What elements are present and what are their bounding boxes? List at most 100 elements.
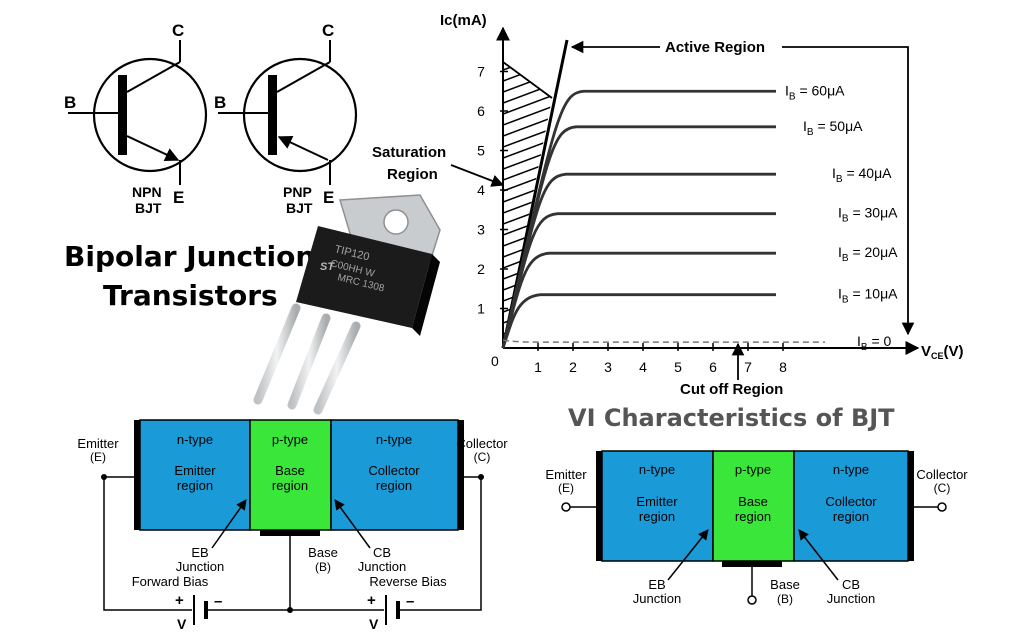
svg-text:(C): (C) xyxy=(474,450,491,464)
origin-label: 0 xyxy=(491,353,499,369)
npn-emitter-arrow xyxy=(126,135,180,161)
svg-text:Collector: Collector xyxy=(368,463,420,478)
svg-text:Emitter: Emitter xyxy=(636,494,678,509)
pnp-symbol: B C E PNP BJT xyxy=(214,21,358,216)
svg-text:(C): (C) xyxy=(934,481,951,495)
ib-curve-label: IB = 50μA xyxy=(803,118,863,138)
emitter-region xyxy=(139,419,251,531)
ib-curve xyxy=(501,293,776,349)
x-tick-label: 3 xyxy=(604,359,612,375)
svg-text:region: region xyxy=(833,509,869,524)
pnp-name: PNP xyxy=(283,184,312,200)
y-tick-label: 2 xyxy=(477,261,485,277)
ib-curve xyxy=(502,339,825,343)
ib-curve xyxy=(501,172,776,349)
svg-text:region: region xyxy=(272,478,308,493)
pnp-emitter-arrow xyxy=(277,136,329,161)
svg-text:Collector: Collector xyxy=(825,494,877,509)
package-logo: ST xyxy=(320,261,335,273)
y-tick-label: 1 xyxy=(477,301,485,317)
saturation-label-2: Region xyxy=(387,166,438,183)
svg-text:n-type: n-type xyxy=(833,462,869,477)
ib-curve-label: IB = 40μA xyxy=(832,165,892,185)
svg-text:V: V xyxy=(177,616,187,632)
svg-text:Reverse Bias: Reverse Bias xyxy=(369,574,447,589)
svg-text:+: + xyxy=(367,592,376,609)
npn-base-bar xyxy=(118,75,127,155)
svg-text:Collector: Collector xyxy=(916,467,968,482)
npn-name: NPN xyxy=(132,184,162,200)
svg-text:EB: EB xyxy=(191,545,208,560)
x-tick-label: 5 xyxy=(674,359,682,375)
x-axis-label: VCE(V) xyxy=(921,343,964,361)
svg-text:Junction: Junction xyxy=(176,559,224,574)
svg-text:V: V xyxy=(369,616,379,632)
pnp-circle xyxy=(242,57,358,173)
svg-text:region: region xyxy=(177,478,213,493)
svg-text:(E): (E) xyxy=(558,481,574,495)
svg-text:–: – xyxy=(214,593,222,610)
svg-text:+: + xyxy=(175,592,184,609)
svg-text:n-type: n-type xyxy=(177,432,213,447)
ib-curve xyxy=(501,125,776,349)
cutoff-region-label: Cut off Region xyxy=(680,381,783,398)
vi-title: VI Characteristics of BJT xyxy=(568,404,895,432)
y-tick-label: 4 xyxy=(477,182,485,198)
svg-text:(B): (B) xyxy=(315,560,331,574)
svg-text:Base: Base xyxy=(770,577,800,592)
x-tick-label: 4 xyxy=(639,359,647,375)
y-tick-label: 5 xyxy=(477,143,485,159)
svg-text:–: – xyxy=(406,593,414,610)
svg-text:region: region xyxy=(376,478,412,493)
x-tick-label: 2 xyxy=(569,359,577,375)
pnp-bjt: BJT xyxy=(286,200,313,216)
main-title-line2: Transistors xyxy=(103,279,278,312)
svg-text:Base: Base xyxy=(308,545,338,560)
svg-text:Base: Base xyxy=(275,463,305,478)
ib-curve-label: IB = 20μA xyxy=(838,244,898,264)
active-region-label: Active Region xyxy=(665,39,765,56)
svg-text:CB: CB xyxy=(842,577,860,592)
svg-text:Junction: Junction xyxy=(358,559,406,574)
ib-curve xyxy=(501,212,776,349)
pnp-c-label: C xyxy=(322,21,334,40)
y-tick-label: 6 xyxy=(477,103,485,119)
svg-text:Junction: Junction xyxy=(633,591,681,606)
svg-text:Emitter: Emitter xyxy=(174,463,216,478)
npn-symbol: B C E NPN BJT xyxy=(64,21,208,216)
saturation-arrow xyxy=(450,164,505,187)
svg-text:(B): (B) xyxy=(777,592,793,606)
bjt-structure-diagram: n-type Emitter region p-type Base region… xyxy=(545,450,968,606)
svg-text:(E): (E) xyxy=(90,450,106,464)
saturation-label-1: Saturation xyxy=(372,144,446,161)
svg-text:Base: Base xyxy=(738,494,768,509)
svg-text:EB: EB xyxy=(648,577,665,592)
svg-text:region: region xyxy=(735,509,771,524)
svg-text:p-type: p-type xyxy=(272,432,308,447)
pnp-base-bar xyxy=(268,75,277,155)
npn-e-label: E xyxy=(173,188,184,207)
x-tick-label: 1 xyxy=(534,359,542,375)
ib-curve-label: IB = 0 xyxy=(857,333,892,353)
svg-text:Forward Bias: Forward Bias xyxy=(132,574,209,589)
svg-text:CB: CB xyxy=(373,545,391,560)
y-axis-label: Ic(mA) xyxy=(440,12,487,29)
npn-collector-lead xyxy=(126,61,181,93)
svg-text:Emitter: Emitter xyxy=(545,467,587,482)
x-tick-label: 7 xyxy=(744,359,752,375)
npn-c-label: C xyxy=(172,21,184,40)
npn-circle xyxy=(92,57,208,173)
transistor-package-image: TIP120 C00HH W MRC 1308 ST xyxy=(253,194,441,415)
svg-text:Emitter: Emitter xyxy=(77,436,119,451)
svg-text:p-type: p-type xyxy=(735,462,771,477)
y-tick-label: 7 xyxy=(477,64,485,80)
ib-curve-label: IB = 60μA xyxy=(785,82,845,102)
svg-text:n-type: n-type xyxy=(639,462,675,477)
y-tick-label: 3 xyxy=(477,222,485,238)
svg-text:Collector: Collector xyxy=(456,436,508,451)
svg-text:n-type: n-type xyxy=(376,432,412,447)
bjt-bias-circuit: n-type Emitter region p-type Base region… xyxy=(77,419,508,632)
collector-region xyxy=(330,419,459,531)
